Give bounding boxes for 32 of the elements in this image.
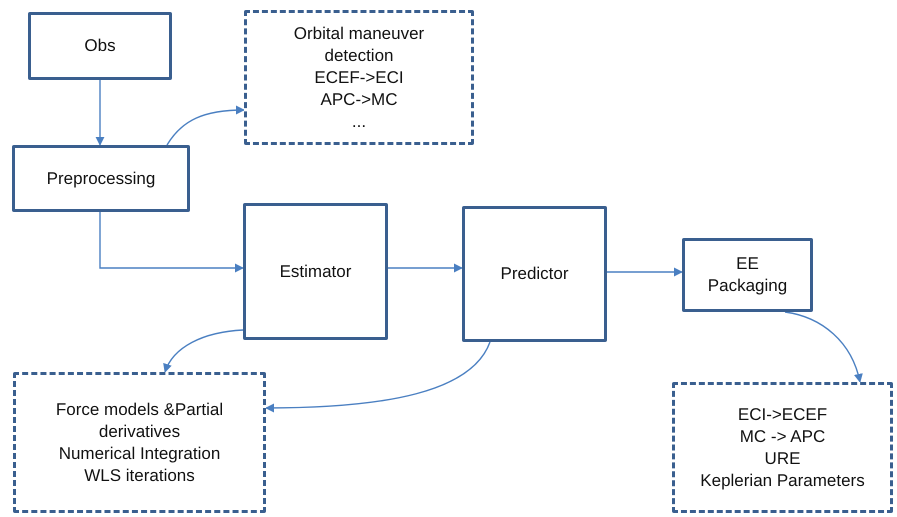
note-box [672, 382, 893, 513]
arrow [607, 268, 683, 276]
process-box [12, 145, 190, 212]
process-box [243, 203, 388, 340]
box-text: ECEF->ECI [314, 66, 404, 88]
box-text: Keplerian Parameters [700, 470, 865, 492]
box-text: APC->MC [320, 88, 398, 110]
box-text: ECI->ECEF [738, 404, 828, 426]
process-box [462, 206, 607, 342]
box-text: Preprocessing [46, 168, 156, 190]
note-box [244, 10, 474, 145]
arrow [784, 311, 862, 383]
box-text: Force models &Partial derivatives [54, 398, 224, 442]
box-text: ... [352, 110, 366, 132]
arrow [265, 342, 491, 412]
process-box [28, 12, 172, 80]
box-text: Predictor [500, 263, 569, 285]
arrow [164, 329, 244, 373]
box-text: Obs [84, 35, 116, 57]
arrow [388, 264, 463, 272]
box-text: WLS iterations [84, 464, 195, 486]
box-text: Estimator [280, 260, 352, 282]
box-text: Orbital maneuver detection [292, 22, 426, 66]
process-box [682, 238, 813, 312]
arrow [96, 80, 104, 146]
box-text: URE [764, 448, 800, 470]
arrow [166, 106, 245, 146]
note-box [13, 372, 266, 513]
box-text: MC -> APC [740, 426, 826, 448]
arrow [99, 212, 244, 272]
box-text: Numerical Integration [58, 442, 220, 464]
box-text: EE Packaging [706, 253, 788, 297]
